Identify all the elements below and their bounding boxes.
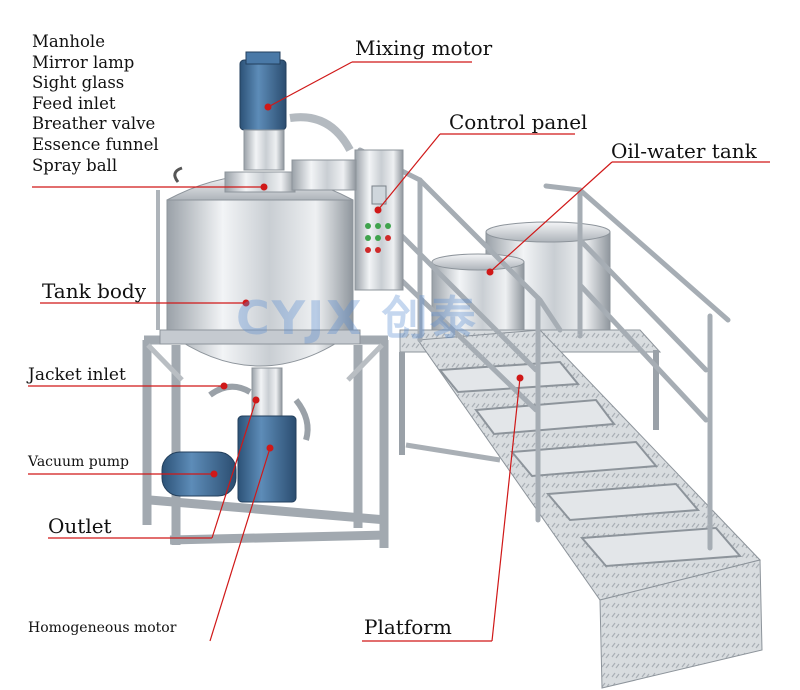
label-sight-glass: Sight glass [32, 73, 125, 93]
label-outlet: Outlet [48, 514, 112, 538]
top-fitting-labels: Manhole Mirror lamp Sight glass Feed inl… [32, 32, 159, 178]
label-platform: Platform [364, 615, 452, 639]
label-jacket-inlet: Jacket inlet [28, 365, 126, 385]
label-breather-valve: Breather valve [32, 114, 156, 134]
label-tank-body: Tank body [42, 279, 147, 303]
label-control-panel: Control panel [449, 110, 588, 134]
label-mixing-motor: Mixing motor [355, 36, 493, 60]
label-oil-water-tank: Oil-water tank [611, 139, 757, 163]
brand-watermark: CYJX 创泰 [236, 291, 478, 345]
label-homogeneous-motor: Homogeneous motor [28, 620, 177, 636]
mixing-motor-unit [239, 51, 287, 171]
label-vacuum-pump: Vacuum pump [28, 454, 129, 470]
label-manhole: Manhole [32, 32, 105, 51]
staircase [357, 147, 763, 689]
homogenizer-assembly [161, 367, 311, 503]
label-mirror-lamp: Mirror lamp [32, 52, 135, 72]
control-panel-box [354, 149, 404, 291]
leader-lines [28, 61, 770, 642]
label-spray-ball: Spray ball [32, 155, 118, 175]
frame-braces [146, 343, 384, 382]
leader-dots [210, 103, 524, 478]
label-feed-inlet: Feed inlet [32, 93, 116, 113]
label-essence-funnel: Essence funnel [32, 134, 159, 154]
